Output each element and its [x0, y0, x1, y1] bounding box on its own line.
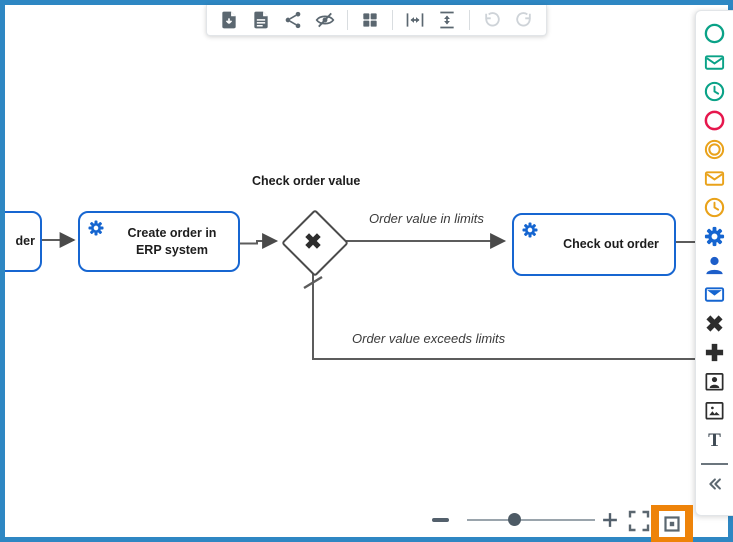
- clipped-task-label: der: [15, 234, 35, 249]
- timer-start-event-icon[interactable]: [703, 80, 726, 103]
- end-event-icon[interactable]: [703, 109, 726, 132]
- zoom-slider-knob[interactable]: [507, 513, 521, 526]
- redo-icon[interactable]: [514, 10, 534, 30]
- fit-height-icon[interactable]: [437, 10, 457, 30]
- task-check-out-label: Check out order: [563, 237, 659, 252]
- undo-icon[interactable]: [482, 10, 502, 30]
- task-create-order[interactable]: Create order in ERP system: [78, 211, 240, 272]
- image-icon[interactable]: [703, 399, 726, 422]
- service-task-gear-icon: [522, 222, 538, 238]
- service-task-gear-icon: [88, 220, 104, 236]
- export-file-icon[interactable]: [219, 10, 239, 30]
- overview-toggle-button[interactable]: [651, 505, 693, 542]
- shape-palette: T: [695, 10, 733, 516]
- fullscreen-button[interactable]: [627, 509, 651, 533]
- top-toolbar: [206, 5, 547, 36]
- zoom-out-button[interactable]: [432, 518, 449, 522]
- exclusive-gateway-icon[interactable]: [703, 312, 726, 335]
- grid-icon[interactable]: [360, 10, 380, 30]
- fit-width-icon[interactable]: [405, 10, 425, 30]
- flow-gateway-exceeds[interactable]: [312, 272, 700, 360]
- toolbar-separator: [469, 10, 470, 30]
- zoom-in-button[interactable]: [599, 509, 621, 531]
- svg-text:T: T: [708, 430, 721, 451]
- flow-label-in-limits: Order value in limits: [369, 211, 484, 226]
- parallel-gateway-icon[interactable]: [703, 341, 726, 364]
- participant-icon[interactable]: [703, 370, 726, 393]
- overview-icon: [664, 515, 680, 532]
- message-start-event-icon[interactable]: [703, 51, 726, 74]
- text-icon[interactable]: T: [703, 428, 726, 451]
- intermediate-event-icon[interactable]: [703, 138, 726, 161]
- service-task-icon[interactable]: [703, 225, 726, 248]
- toolbar-separator: [347, 10, 348, 30]
- user-task-icon[interactable]: [703, 254, 726, 277]
- task-create-order-label: Create order in ERP system: [127, 226, 217, 257]
- hide-icon[interactable]: [315, 10, 335, 30]
- default-flow-slash: [303, 275, 323, 290]
- clipped-task[interactable]: der: [0, 211, 42, 272]
- exclusive-gateway-x-marker: [305, 233, 321, 249]
- flow-label-exceeds: Order value exceeds limits: [352, 331, 506, 346]
- message-intermediate-event-icon[interactable]: [703, 167, 726, 190]
- gateway-label: Check order value: [252, 174, 361, 188]
- timer-intermediate-event-icon[interactable]: [703, 196, 726, 219]
- collapse-panel-icon[interactable]: [703, 474, 726, 494]
- share-icon[interactable]: [283, 10, 303, 30]
- zoom-slider[interactable]: [467, 513, 595, 526]
- message-task-icon[interactable]: [703, 283, 726, 306]
- flow-create-order-to-gateway[interactable]: [237, 233, 279, 249]
- toolbar-separator: [392, 10, 393, 30]
- start-event-icon[interactable]: [703, 22, 726, 45]
- task-check-out-order[interactable]: Check out order: [512, 213, 676, 276]
- palette-divider: [701, 463, 728, 465]
- document-icon[interactable]: [251, 10, 271, 30]
